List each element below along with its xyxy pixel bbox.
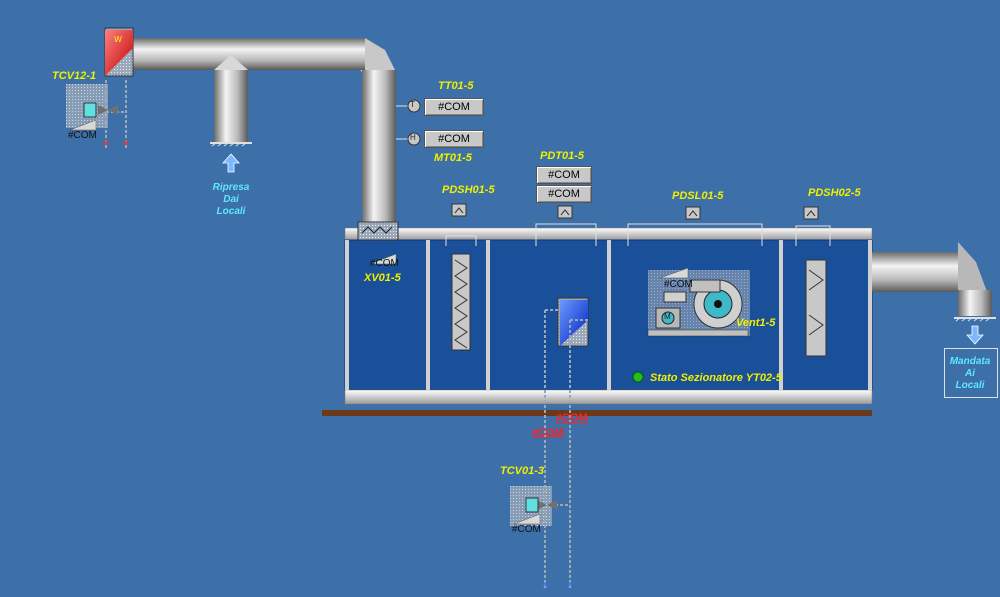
valve-tcv01-3[interactable] (510, 486, 557, 526)
temperature-sensor-icon[interactable] (396, 99, 421, 113)
pressure-switch-2-icon[interactable] (803, 206, 819, 220)
mandata-line1: Mandata (949, 356, 991, 367)
return-duct (130, 38, 396, 222)
svg-text:W: W (114, 35, 122, 44)
filter-2 (805, 259, 827, 357)
pressure-switch-icon[interactable] (451, 203, 467, 217)
filter-1 (451, 253, 471, 351)
temperature-sensor-glyph: T (410, 100, 415, 109)
cooling-coil (545, 297, 589, 347)
label-tt01-5: TT01-5 (438, 80, 474, 92)
mt01-5-value[interactable]: #COM (424, 130, 484, 148)
pressure-switch-low-icon[interactable] (685, 206, 701, 220)
humidity-sensor-icon[interactable] (396, 132, 421, 146)
label-stato-sezionatore: Stato Sezionatore YT02-5 (650, 372, 782, 384)
chilled-water-lines (542, 310, 573, 590)
label-xv01-5: XV01-5 (364, 272, 401, 284)
ripresa-line3: Locali (216, 206, 246, 217)
humidity-sensor-glyph: H (410, 133, 416, 142)
supply-fan-vent1-5[interactable] (647, 267, 750, 337)
label-vent1-5: Vent1-5 (736, 317, 776, 329)
pdt01-5-value-2[interactable]: #COM (536, 185, 592, 203)
pressure-lines (445, 223, 831, 246)
label-pdsh01-5: PDSH01-5 (442, 184, 495, 196)
com-tcv12-1: #COM (68, 130, 97, 141)
tt01-5-value[interactable]: #COM (424, 98, 484, 116)
label-pdsh02-5: PDSH02-5 (808, 187, 861, 199)
damper-xv01-5[interactable] (357, 221, 399, 265)
heating-coil: W (104, 27, 134, 77)
ripresa-line2: Dai (223, 194, 239, 205)
ripresa-line1: Ripresa (212, 182, 250, 193)
disconnector-status-led (632, 371, 644, 383)
label-pdsl01-5: PDSL01-5 (672, 190, 724, 202)
label-mt01-5: MT01-5 (434, 152, 472, 164)
air-handling-unit (322, 227, 873, 416)
alarm-com-1[interactable]: #COM (556, 412, 588, 424)
return-air-arrow-icon (222, 153, 240, 173)
mandata-line2: Ai (965, 368, 975, 379)
com-vent1-5: #COM (664, 279, 693, 290)
ripresa-label: Ripresa Dai Locali (196, 182, 266, 218)
pdt01-5-value-1[interactable]: #COM (536, 166, 592, 184)
fan-motor-glyph: M (664, 312, 671, 321)
com-tcv01-3: #COM (512, 524, 541, 535)
alarm-com-2[interactable]: #COM (532, 427, 564, 439)
supply-duct (872, 242, 996, 322)
pressure-transmitter-icon[interactable] (557, 205, 573, 219)
mandata-box (944, 348, 998, 398)
com-xv01-5: #COM (370, 258, 399, 269)
label-tcv01-3: TCV01-3 (500, 465, 545, 477)
supply-air-arrow-icon (966, 325, 984, 345)
mandata-line3: Locali (955, 380, 985, 391)
label-tcv12-1: TCV12-1 (52, 70, 97, 82)
valve-tcv12-1[interactable] (66, 80, 129, 150)
mandata-label: Mandata Ai Locali (944, 356, 996, 392)
label-pdt01-5: PDT01-5 (540, 150, 585, 162)
